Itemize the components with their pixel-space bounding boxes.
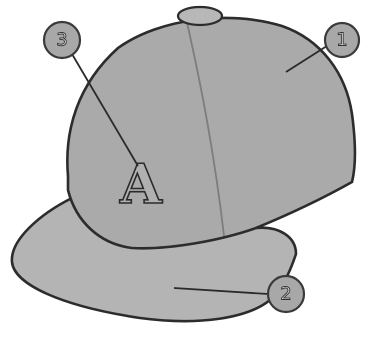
- cap-top-button: [178, 7, 222, 25]
- callout-3-label: 3: [56, 30, 67, 51]
- callout-2: 2: [268, 276, 304, 312]
- cap-logo-letter: A: [119, 152, 163, 216]
- callout-1: 1: [325, 23, 359, 57]
- cap-crown: [67, 18, 355, 248]
- callout-2-label: 2: [280, 284, 291, 305]
- callout-3: 3: [44, 22, 80, 58]
- callout-1-label: 1: [336, 30, 347, 51]
